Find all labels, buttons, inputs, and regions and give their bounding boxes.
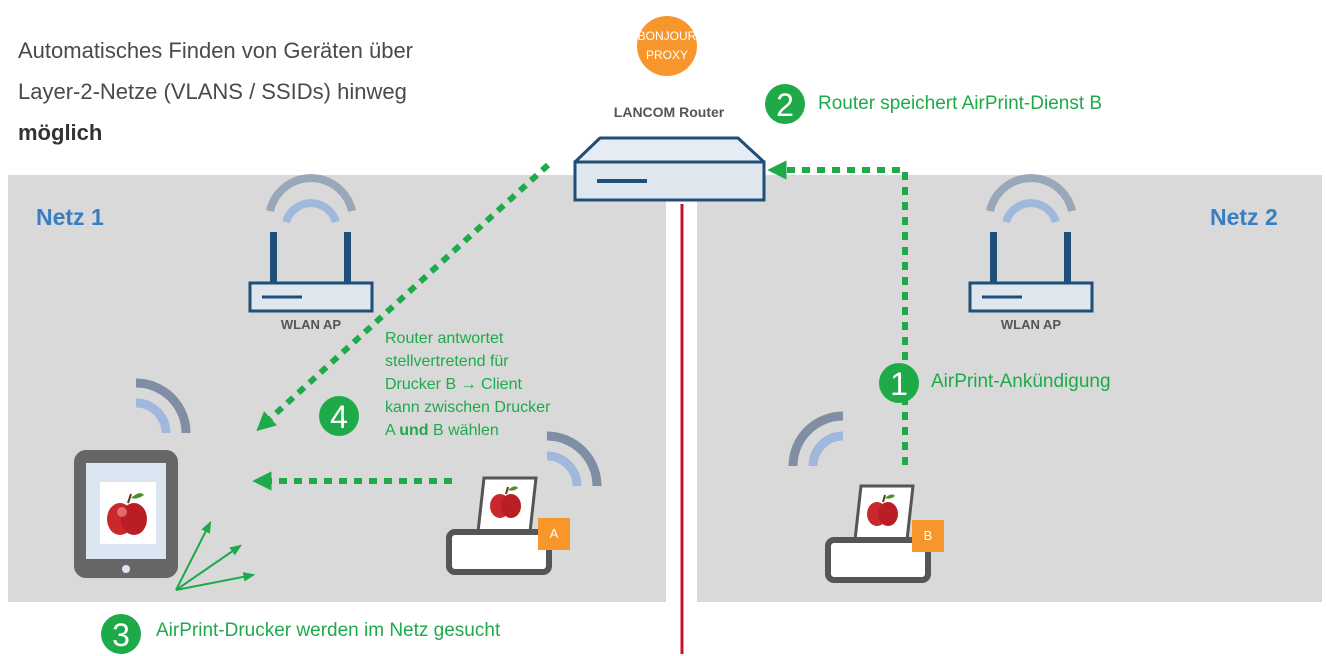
bonjour-proxy-bubble: BONJOUR PROXY — [637, 16, 697, 76]
step-1-badge: 1 — [879, 363, 919, 403]
step-4-line-4: kann zwischen Drucker — [385, 399, 551, 416]
network-1-ap-label: WLAN AP — [280, 317, 342, 332]
step-4-badge: 4 — [319, 396, 359, 436]
wifi-icon — [546, 431, 602, 487]
step-3-text: AirPrint-Drucker werden im Netz gesucht — [156, 620, 501, 641]
step-2-badge: 2 — [765, 84, 805, 124]
tablet-icon — [74, 450, 178, 578]
step-3-badge: 3 — [101, 614, 141, 654]
step-4-text: Router antwortet stellvertretend für Dru… — [385, 327, 585, 442]
bonjour-line-1: BONJOUR — [637, 29, 697, 43]
router-label: LANCOM Router — [613, 104, 725, 120]
headline-line-1: Automatisches Finden von Geräten über — [18, 38, 414, 63]
wifi-icon — [135, 378, 191, 434]
step-4-und: und — [399, 422, 429, 439]
response-arrow — [256, 162, 551, 432]
printer-b-tag: B — [912, 520, 944, 552]
apple-icon — [107, 493, 147, 535]
step-4-a: A — [385, 422, 400, 439]
bonjour-line-2: PROXY — [645, 48, 688, 62]
printer-icon — [825, 484, 931, 583]
network-1-label: Netz 1 — [36, 204, 104, 230]
headline-line-3: möglich — [18, 120, 103, 145]
search-arrows — [175, 520, 256, 591]
headline: Automatisches Finden von Geräten über La… — [18, 30, 578, 153]
wlan-ap-icon — [968, 174, 1094, 313]
step-4-b: B wählen — [428, 422, 499, 439]
printer-a-tag: A — [538, 518, 570, 550]
step-1-text: AirPrint-Ankündigung — [931, 371, 1111, 392]
step-4-line-1: Router antwortet — [385, 330, 504, 347]
network-2-ap-label: WLAN AP — [1000, 317, 1062, 332]
wlan-ap-icon — [248, 174, 374, 313]
network-2-label: Netz 2 — [1210, 204, 1278, 230]
step-4-line-2: stellvertretend für — [385, 353, 509, 370]
wifi-icon — [788, 411, 844, 467]
step-4-line-3: Drucker B → Client — [385, 376, 522, 393]
headline-line-2: Layer-2-Netze (VLANS / SSIDs) hinweg — [18, 79, 407, 104]
router-icon — [573, 136, 766, 202]
network-2-area — [697, 175, 1322, 602]
step-2-text: Router speichert AirPrint-Dienst B — [818, 93, 1103, 114]
printer-icon — [446, 476, 552, 575]
step-4-line-5: A und B wählen — [385, 419, 585, 442]
